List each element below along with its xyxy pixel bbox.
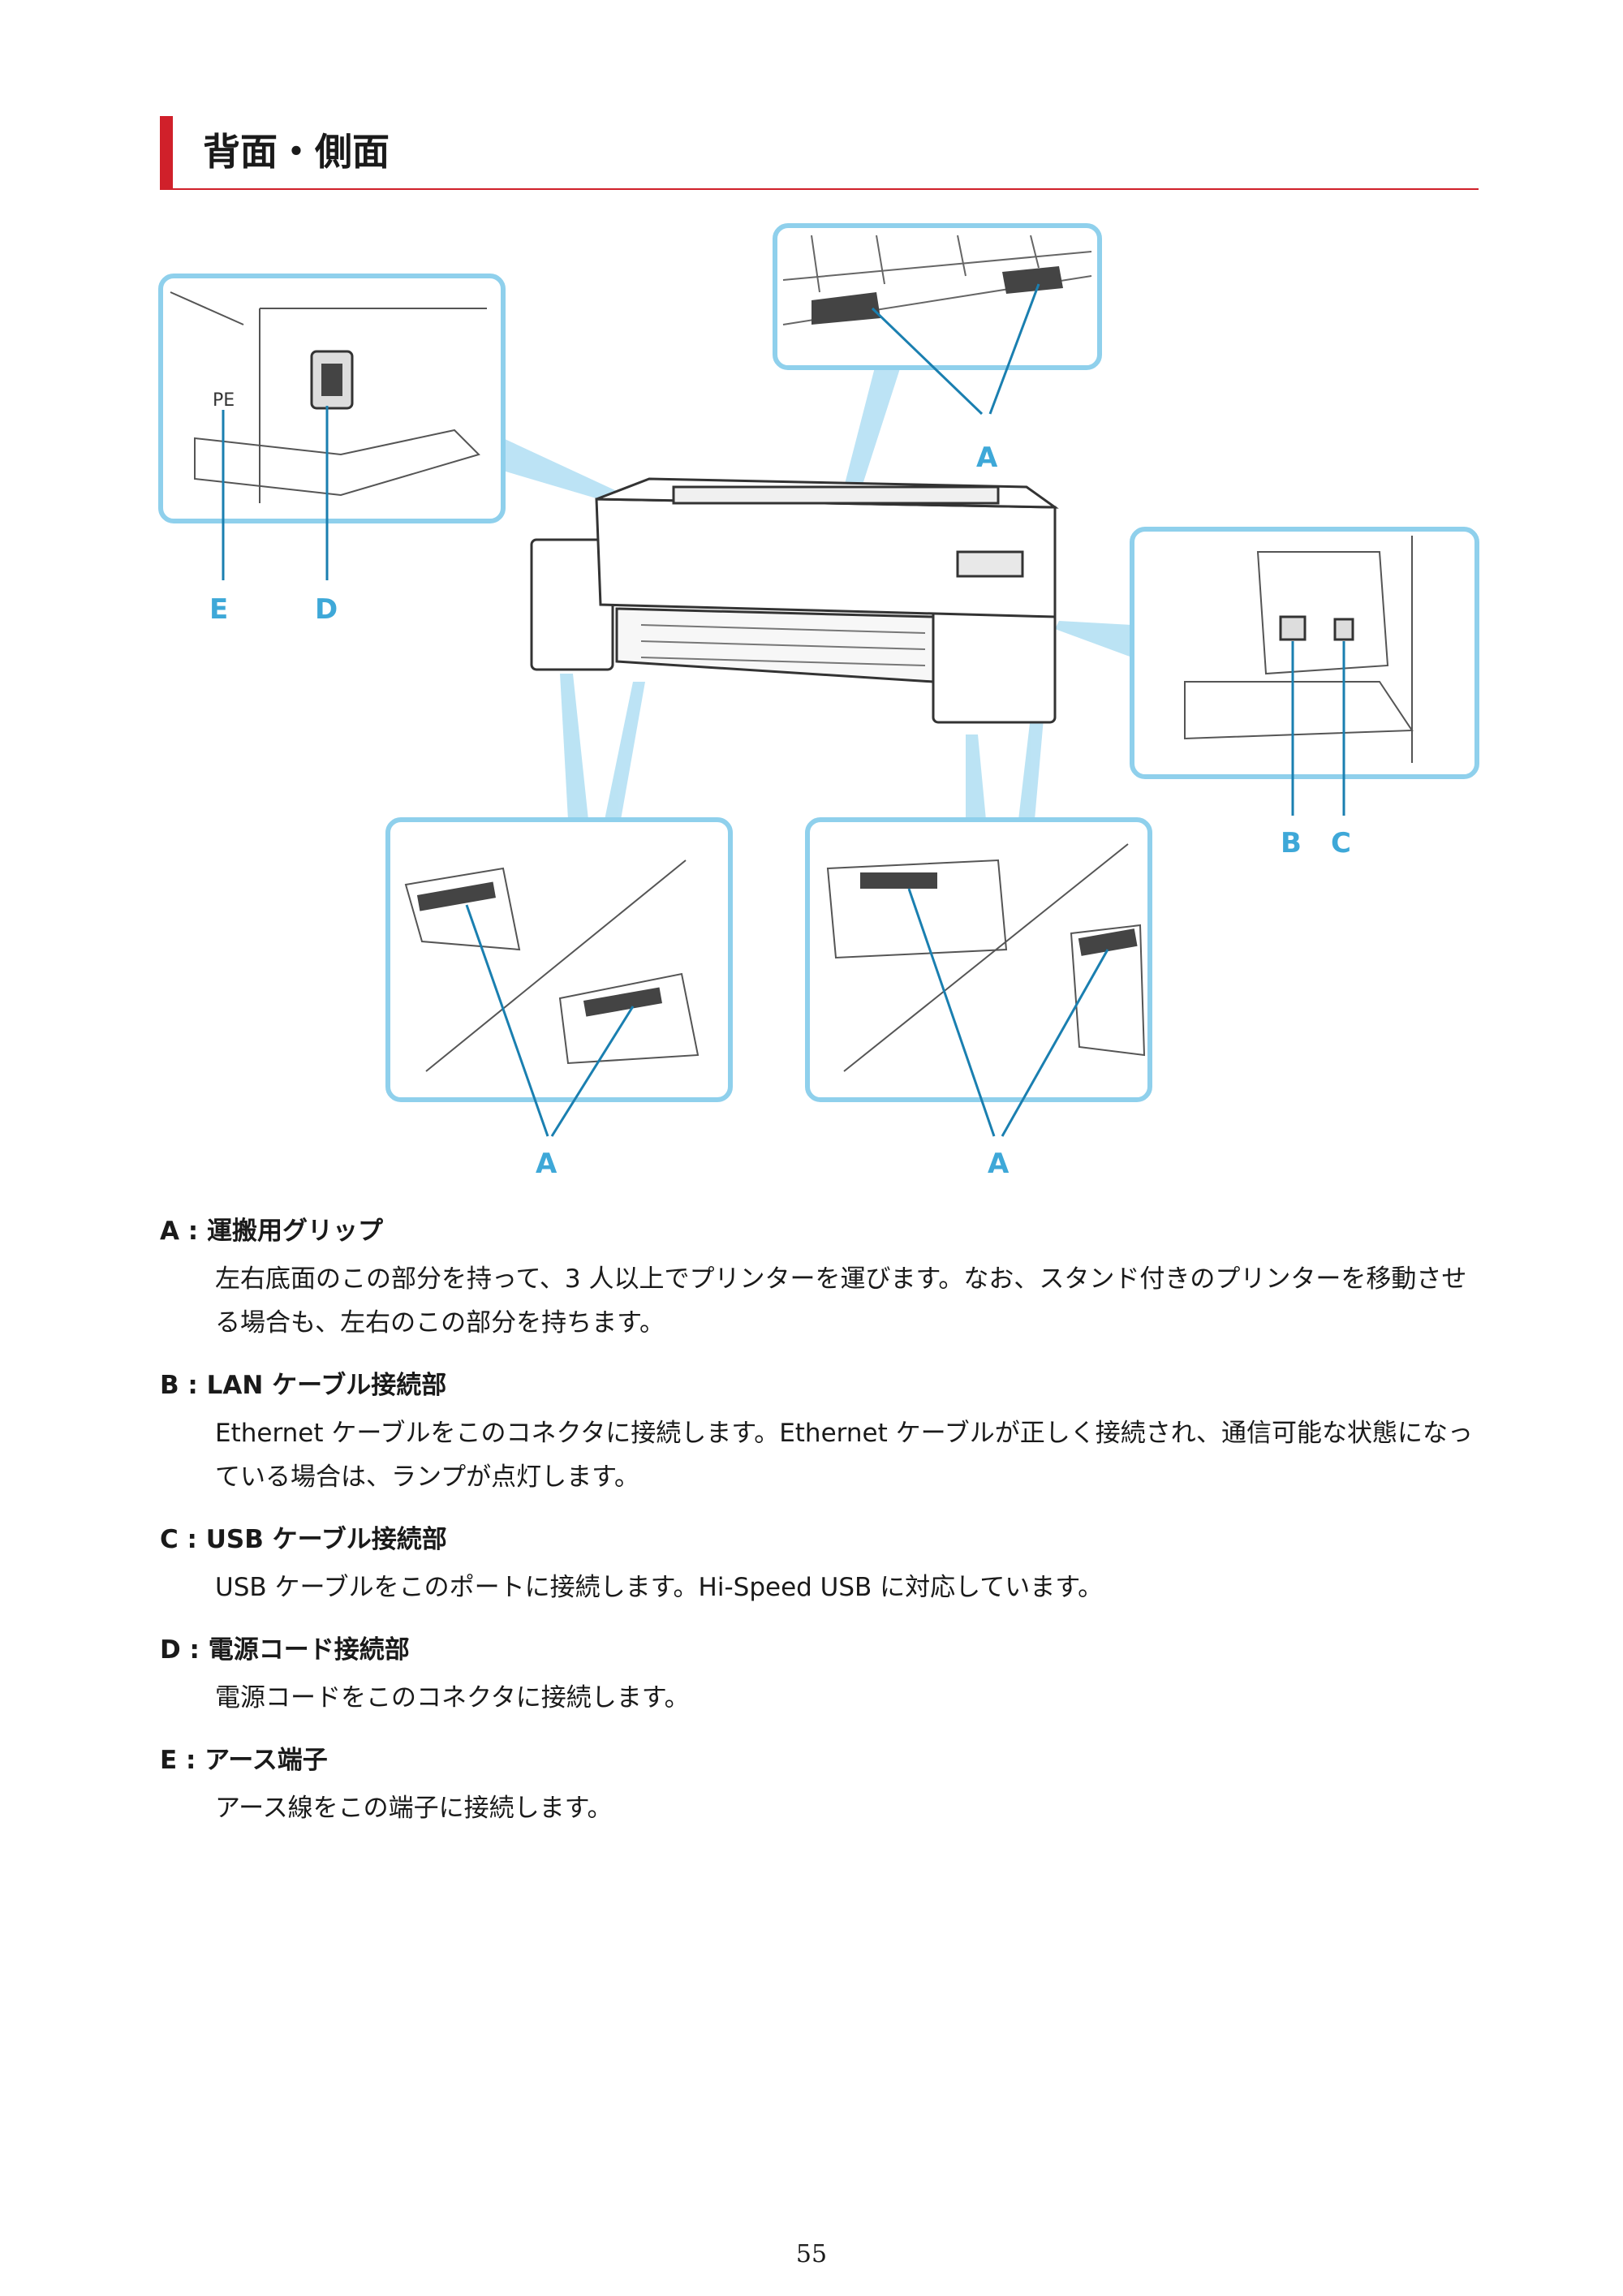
grip-icon (1002, 266, 1063, 294)
printer-illustration (530, 477, 1059, 724)
printer-control-panel (956, 550, 1024, 578)
term-b: B : LAN ケーブル接続部 (160, 1371, 447, 1400)
page-title: 背面・側面 (203, 130, 390, 174)
inset-bottom-left-grips (385, 817, 733, 1137)
callout-e: E (209, 593, 228, 626)
printer-figure: A PE E D B C (158, 223, 1479, 1180)
grip-icon (416, 881, 496, 911)
lan-port-icon (1279, 615, 1307, 641)
term-e: E : アース端子 (160, 1746, 328, 1775)
callout-a-right: A (988, 1148, 1010, 1180)
callout-c: C (1331, 827, 1351, 859)
callout-d: D (315, 593, 338, 626)
term-a: A : 運搬用グリップ (160, 1217, 383, 1246)
beam-bottom-right-1 (966, 734, 986, 820)
beam-top (844, 361, 902, 487)
beam-right (1055, 621, 1132, 657)
desc-a: 左右底面のこの部分を持って、3 人以上でプリンターを運びます。なお、スタンド付き… (215, 1264, 1467, 1338)
printer-top-cover (672, 485, 1000, 505)
inset-top-grips (773, 223, 1102, 416)
term-c: C : USB ケーブル接続部 (160, 1525, 447, 1554)
usb-port-icon (1333, 618, 1354, 641)
beam-left-top (503, 438, 617, 503)
grip-icon (583, 987, 662, 1017)
grip-icon (812, 292, 880, 325)
grip-icon (1078, 928, 1138, 956)
inset-bottom-right-grips (805, 817, 1152, 1137)
desc-d: 電源コードをこのコネクタに接続します。 (215, 1683, 690, 1712)
beam-bottom-left-2 (605, 682, 645, 820)
beam-bottom-left-1 (560, 674, 588, 820)
desc-c: USB ケーブルをこのポートに接続します。Hi-Speed USB に対応してい… (215, 1573, 1104, 1602)
callout-b: B (1281, 827, 1302, 859)
pe-mark: PE (213, 390, 235, 411)
parts-description-list: A : 運搬用グリップ 左右底面のこの部分を持って、3 人以上でプリンターを運び… (160, 1213, 1491, 1853)
grip-icon (860, 872, 937, 889)
desc-b: Ethernet ケーブルをこのコネクタに接続します。Ethernet ケーブル… (215, 1419, 1474, 1492)
inset-lan-usb (1130, 527, 1479, 816)
callout-a-left: A (536, 1148, 558, 1180)
term-d: D : 電源コード接続部 (160, 1635, 410, 1665)
heading-accent-bar (160, 116, 173, 189)
inset-power-earth: PE (158, 274, 506, 580)
heading-underline (160, 188, 1479, 190)
desc-e: アース線をこの端子に接続します。 (215, 1794, 613, 1823)
page-number: 55 (795, 2240, 828, 2268)
callout-a-top: A (976, 442, 998, 474)
